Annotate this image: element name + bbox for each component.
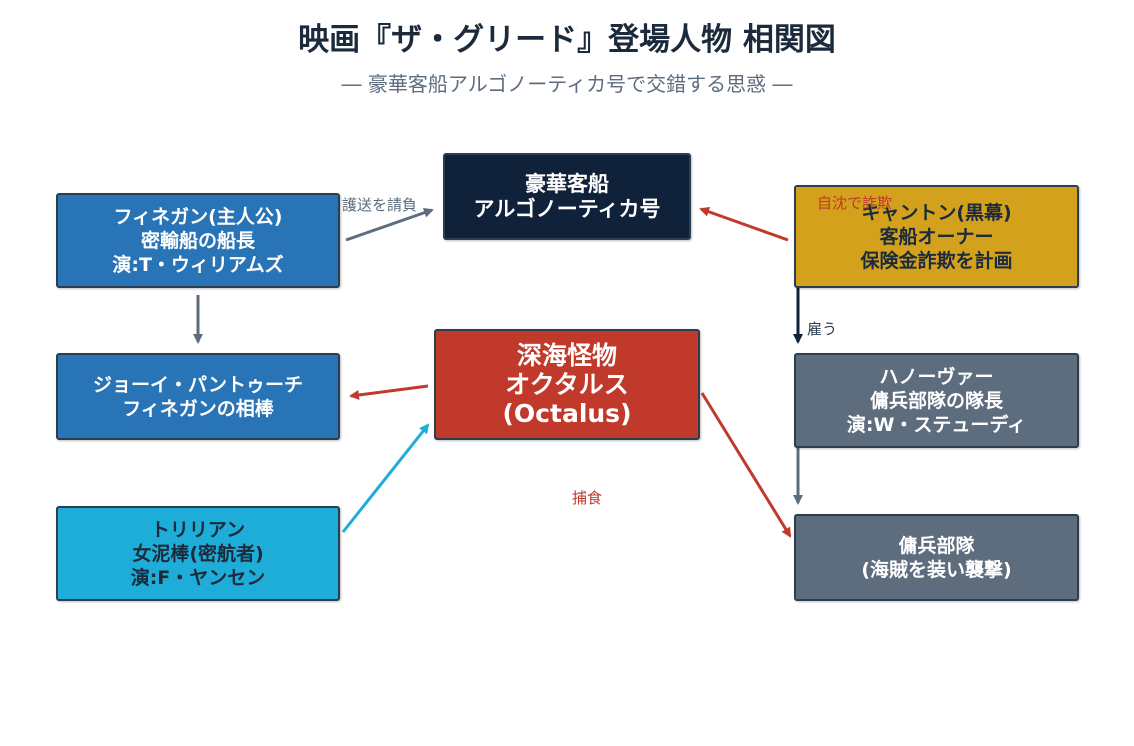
node-mercenaries-line-2: (海賊を装い襲撃) bbox=[861, 558, 1012, 581]
node-hanover-line-1: ハノーヴァー bbox=[879, 365, 994, 388]
node-mercenaries: 傭兵部隊 (海賊を装い襲撃) bbox=[794, 514, 1079, 601]
edge-label-hire: 雇う bbox=[807, 320, 838, 338]
node-finnegan-line-1: フィネガン(主人公) bbox=[113, 205, 283, 228]
node-octalus-line-1: 深海怪物 bbox=[516, 341, 617, 370]
node-hanover-line-3: 演:W・ステューディ bbox=[846, 413, 1027, 436]
node-ship-line-2: アルゴノーティカ号 bbox=[473, 196, 661, 221]
node-trillian-line-3: 演:F・ヤンセン bbox=[130, 566, 266, 589]
node-trillian-line-1: トリリアン bbox=[150, 518, 246, 541]
edge-trillian-to-octalus bbox=[341, 423, 430, 533]
node-joey-line-1: ジョーイ・パントゥーチ bbox=[93, 373, 303, 396]
diagram-title: 映画『ザ・グリード』登場人物 相関図 bbox=[298, 22, 836, 58]
node-ship-line-1: 豪華客船 bbox=[525, 171, 609, 196]
node-ship: 豪華客船 アルゴノーティカ号 bbox=[443, 153, 691, 240]
node-canton-line-2: 客船オーナー bbox=[879, 225, 994, 248]
node-octalus-line-3: (Octalus) bbox=[502, 399, 632, 428]
node-hanover-line-2: 傭兵部隊の隊長 bbox=[869, 389, 1003, 412]
node-canton-line-3: 保険金詐欺を計画 bbox=[860, 249, 1013, 272]
node-hanover: ハノーヴァー 傭兵部隊の隊長 演:W・ステューディ bbox=[794, 353, 1079, 448]
node-trillian: トリリアン 女泥棒(密航者) 演:F・ヤンセン bbox=[56, 506, 340, 601]
node-joey: ジョーイ・パントゥーチ フィネガンの相棒 bbox=[56, 353, 340, 440]
edge-finnegan-to-ship bbox=[345, 207, 434, 242]
node-octalus: 深海怪物 オクタルス (Octalus) bbox=[434, 329, 700, 440]
node-finnegan-line-2: 密輸船の船長 bbox=[140, 229, 255, 252]
edge-canton-to-ship bbox=[699, 206, 789, 242]
edge-label-sink: 自沈で詐欺 bbox=[817, 194, 893, 212]
node-mercenaries-line-1: 傭兵部隊 bbox=[898, 534, 975, 557]
node-finnegan: フィネガン(主人公) 密輸船の船長 演:T・ウィリアムズ bbox=[56, 193, 340, 288]
edge-label-prey: 捕食 bbox=[572, 489, 603, 507]
node-finnegan-line-3: 演:T・ウィリアムズ bbox=[112, 253, 284, 276]
node-octalus-line-2: オクタルス bbox=[505, 370, 629, 399]
node-joey-line-2: フィネガンの相棒 bbox=[122, 397, 274, 420]
node-canton-line-1: キャントン(黒幕) bbox=[861, 201, 1012, 224]
node-trillian-line-2: 女泥棒(密航者) bbox=[132, 542, 264, 565]
diagram-subtitle: ― 豪華客船アルゴノーティカ号で交錯する思惑 ― bbox=[341, 72, 793, 96]
edge-octalus-to-mercenaries bbox=[700, 392, 792, 538]
edge-label-escort: 護送を請負 bbox=[342, 196, 418, 214]
edge-octalus-to-joey bbox=[349, 384, 429, 400]
node-canton: キャントン(黒幕) 客船オーナー 保険金詐欺を計画 bbox=[794, 185, 1079, 288]
